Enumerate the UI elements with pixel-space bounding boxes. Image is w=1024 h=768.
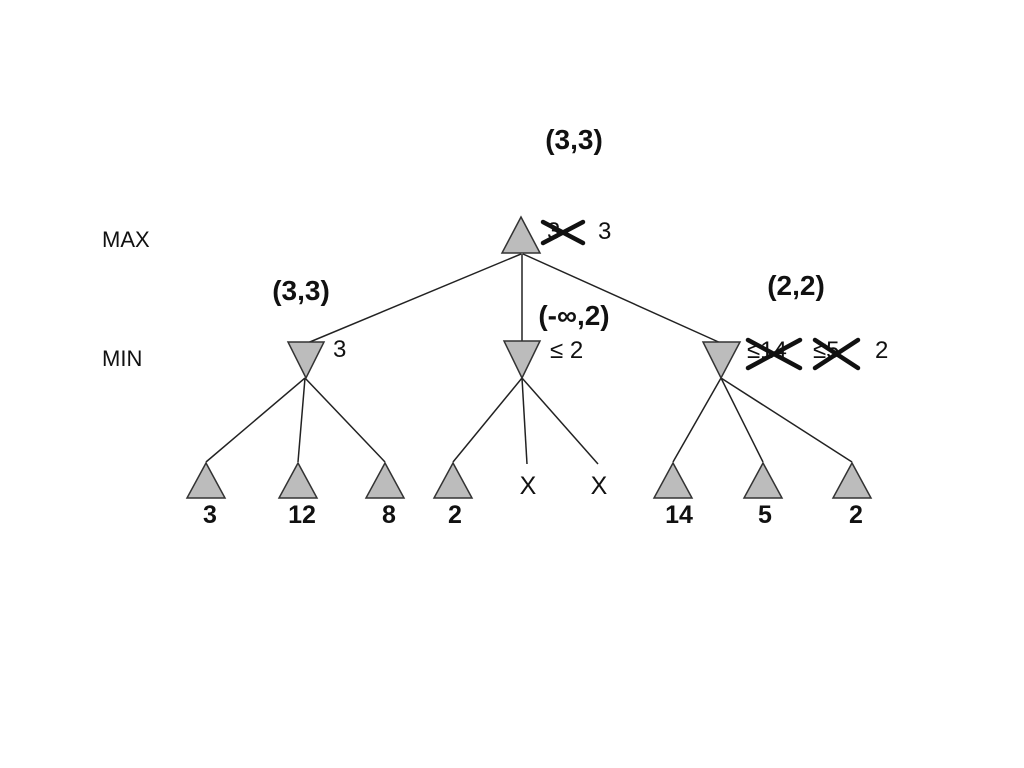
max-node-triangle (500, 215, 542, 254)
cross-out-mark (812, 337, 861, 371)
min-node-middle-triangle (502, 340, 542, 380)
min-node-right-triangle (701, 341, 742, 380)
leaf-node-triangle (831, 461, 873, 499)
edge-root-right (522, 253, 724, 345)
edge-right-leaf-1 (672, 377, 722, 463)
leaf-node-triangle (277, 461, 319, 499)
leaf-value: 14 (665, 501, 693, 529)
edge-left-leaf-2 (297, 377, 306, 463)
pruned-leaf-marker: X (520, 472, 537, 500)
min-right-bound-label: (2,2) (767, 270, 825, 301)
leaf-value: 12 (288, 501, 316, 529)
edge-right-leaf-2 (720, 377, 764, 463)
leaf-value: 2 (448, 501, 462, 529)
min-middle-value: ≤ 2 (550, 337, 583, 364)
leaf-value: 2 (849, 501, 863, 529)
min-left-bound-label: (3,3) (272, 275, 330, 306)
edge-left-leaf-1 (205, 377, 306, 463)
edge-right-leaf-3 (720, 377, 853, 463)
leaf-node-triangle (364, 461, 406, 499)
min-right-value: 2 (875, 337, 888, 364)
cross-out-mark (540, 219, 586, 246)
root-value: 3 (598, 218, 611, 245)
min-left-value: 3 (333, 336, 346, 363)
edge-middle-leaf-2 (521, 377, 528, 465)
min-level-label: MIN (102, 346, 142, 371)
leaf-value: 3 (203, 501, 217, 529)
leaf-node-triangle (742, 461, 784, 499)
leaf-value: 8 (382, 501, 396, 529)
cross-out-mark (745, 337, 803, 371)
max-level-label: MAX (102, 227, 150, 252)
leaf-node-triangle (652, 461, 694, 499)
leaf-node-triangle (432, 461, 474, 499)
min-middle-bound-label: (-∞,2) (538, 300, 609, 331)
edge-middle-leaf-3 (521, 377, 599, 465)
edge-left-leaf-3 (304, 377, 386, 463)
edge-middle-leaf-1 (452, 377, 523, 463)
leaf-value: 5 (758, 501, 772, 529)
leaf-node-triangle (185, 461, 227, 499)
pruned-leaf-marker: X (591, 472, 608, 500)
edge-root-left (304, 253, 522, 345)
root-bound-label: (3,3) (545, 124, 603, 155)
min-node-left-triangle (286, 341, 326, 380)
